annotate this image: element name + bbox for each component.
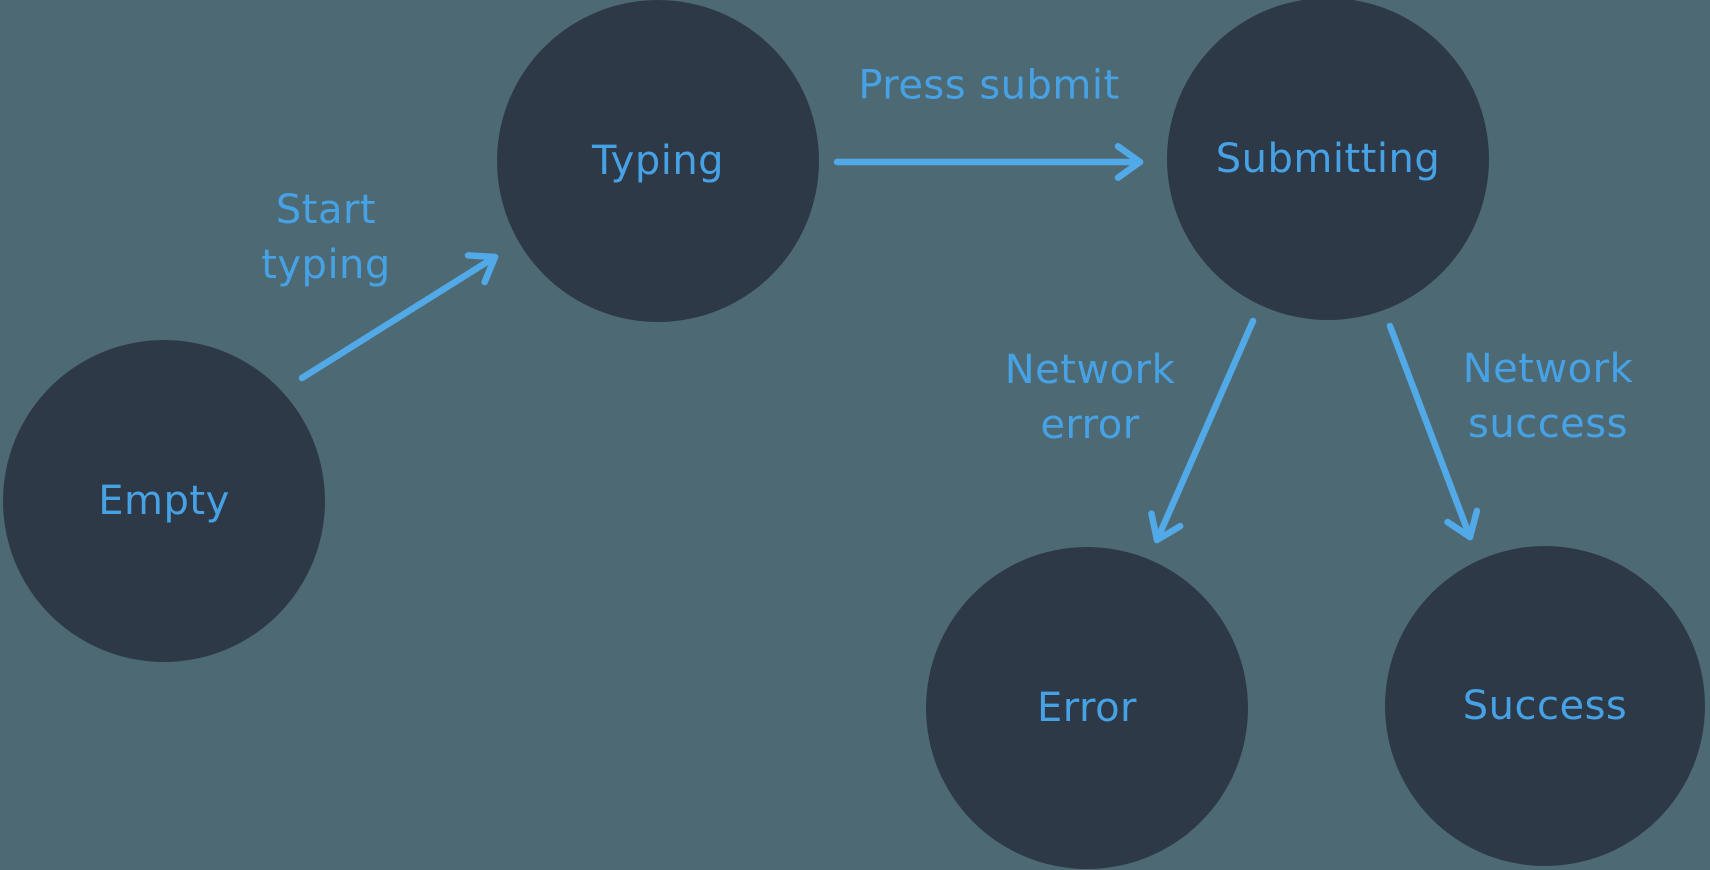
transition-label-line: typing — [261, 242, 391, 288]
transition-arrow-start-typing — [298, 252, 499, 382]
transition-label-line: error — [1040, 402, 1140, 448]
arrowhead-icon-start-typing — [464, 252, 499, 286]
transition-label-line: success — [1468, 401, 1628, 447]
arrow-shaft-start-typing — [298, 253, 499, 382]
arrow-shaft-network-error — [1153, 317, 1257, 544]
transition-label-line: Press submit — [858, 62, 1120, 109]
transition-label-network-success: Network success — [1463, 342, 1634, 452]
transition-label-press-submit: Press submit — [858, 59, 1119, 114]
transition-arrow-network-success — [1386, 322, 1481, 541]
arrowhead-icon-press-submit — [1114, 143, 1144, 181]
transition-arrow-press-submit — [833, 143, 1144, 181]
transition-arrow-network-error — [1148, 317, 1257, 544]
state-node-error: Error — [926, 547, 1248, 869]
transition-label-start-typing: Start typing — [261, 183, 391, 293]
transition-label-line: Start — [275, 187, 377, 233]
state-node-empty: Empty — [3, 340, 325, 662]
state-node-typing: Typing — [497, 0, 819, 322]
state-label-error: Error — [1037, 685, 1137, 731]
arrow-shaft-network-success — [1386, 322, 1474, 541]
state-node-submitting: Submitting — [1167, 0, 1489, 320]
state-label-empty: Empty — [98, 478, 230, 524]
state-label-success: Success — [1462, 683, 1628, 729]
arrowhead-icon-network-success — [1444, 507, 1481, 541]
state-label-submitting: Submitting — [1215, 136, 1441, 182]
transition-label-line: Network — [1462, 346, 1634, 392]
state-label-typing: Typing — [591, 138, 725, 184]
arrowhead-icon-network-error — [1148, 510, 1184, 544]
transition-label-line: Network — [1004, 347, 1176, 393]
state-node-success: Success — [1385, 546, 1705, 866]
transition-label-network-error: Network error — [1005, 343, 1176, 453]
